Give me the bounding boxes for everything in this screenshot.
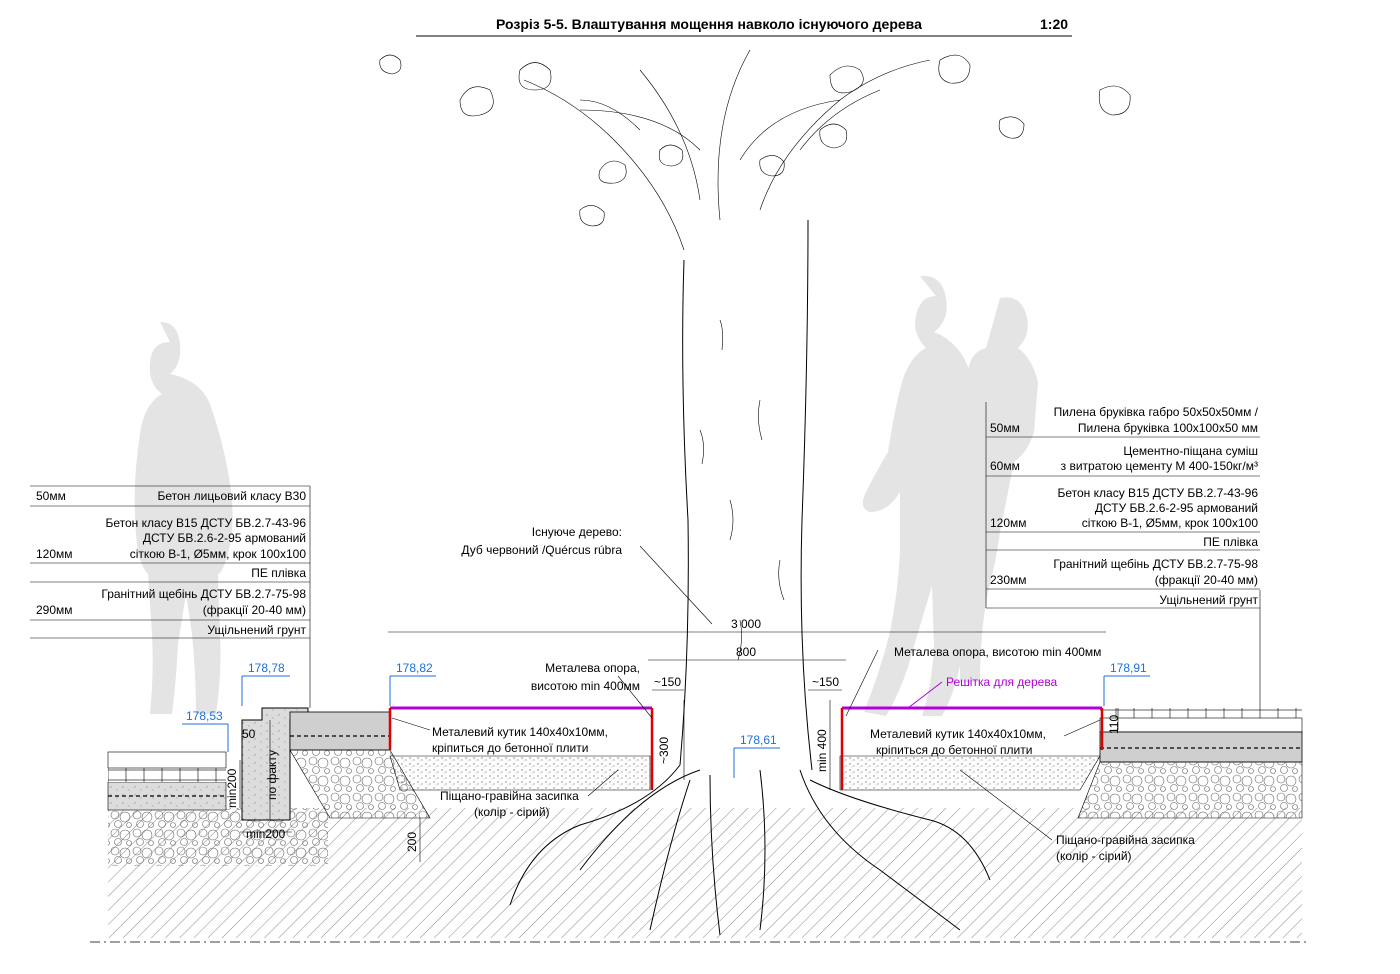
support-right-label: Металева опора, висотою min 400мм (894, 645, 1101, 659)
left-sand-fill (389, 755, 651, 791)
right-layer-3-line2: ДСТУ БВ.2.6-2-95 армований (1095, 501, 1258, 515)
right-layer-1-line1: Пилена бруківка габро 50x50x50мм / (1054, 405, 1259, 419)
dim-total-width: 3 000 (731, 617, 761, 631)
elevation-178-82: 178,82 (396, 661, 433, 675)
right-layer-1-thickness: 50мм (990, 421, 1020, 435)
left-layer-4-line1: Гранітний щебінь ДСТУ БВ.2.7-75-98 (101, 587, 306, 601)
right-layer-3-line3: сіткою В-1, Ø5мм, крок 100x100 (1082, 516, 1259, 530)
right-layer-2-line2: з витратою цементу М 400-150кг/м³ (1061, 459, 1258, 473)
right-layer-2-line1: Цементно-піщана суміш (1123, 444, 1258, 458)
dim-depth-400: min 400 (815, 729, 829, 772)
angle-right-line1: Металевий кутик 140x40x10мм, (870, 727, 1046, 741)
tree-label-line1: Існуюче дерево: (532, 525, 622, 539)
elevation-178-53: 178,53 (186, 709, 223, 723)
support-left-line1: Металева опора, (545, 661, 640, 675)
left-layer-2-line2: ДСТУ БВ.2.6-2-95 армований (143, 531, 306, 545)
drawing-scale: 1:20 (1040, 16, 1068, 32)
right-layer-3-line1: Бетон класу В15 ДСТУ БВ.2.7-43-96 (1058, 486, 1259, 500)
left-layer-table (30, 485, 311, 708)
support-left-line2: висотою min 400мм (531, 679, 640, 693)
right-layer-4-desc: ПЕ плівка (1203, 535, 1258, 549)
right-layer-3-thickness: 120мм (990, 516, 1027, 530)
elevation-178-91: 178,91 (1110, 661, 1147, 675)
dim-height-200: 200 (405, 832, 419, 852)
fill-left-line2: (колір - сірий) (474, 805, 550, 819)
right-layer-5-line2: (фракції 20-40 мм) (1155, 573, 1258, 587)
left-layer-1-thickness: 50мм (36, 489, 66, 503)
left-layer-5-desc: Ущільнений грунт (207, 623, 306, 637)
person-silhouette-man (862, 275, 986, 716)
right-layer-2-thickness: 60мм (990, 459, 1020, 473)
tree-crown (379, 49, 1131, 251)
dim-min200-horizontal: min200 (246, 827, 286, 841)
tree-label-line2: Дуб червоний /Quércus rúbra (461, 543, 622, 557)
dimension-lines (90, 631, 1310, 943)
dim-depth-300: ~300 (657, 737, 671, 764)
left-layer-2-line3: сіткою В-1, Ø5мм, крок 100x100 (130, 547, 307, 561)
person-silhouette-left (134, 322, 233, 714)
dim-min200-vertical: min200 (225, 768, 239, 808)
right-sand-fill (839, 755, 1101, 791)
dim-height-110: 110 (1107, 715, 1121, 734)
tree-trunk (679, 219, 813, 771)
fill-right-line2: (колір - сірий) (1056, 849, 1132, 863)
left-layer-4-thickness: 290мм (36, 603, 73, 617)
dim-pit-width: 800 (736, 645, 756, 659)
dim-height-50: 50 (242, 727, 256, 741)
left-layer-2-thickness: 120мм (36, 547, 73, 561)
fill-right-line1: Піщано-гравійна засипка (1056, 833, 1195, 847)
person-silhouette-woman (956, 297, 1038, 682)
elevation-markers (182, 675, 1150, 778)
elevation-178-61: 178,61 (740, 733, 777, 747)
elevation-178-78: 178,78 (248, 661, 285, 675)
left-layer-1-desc: Бетон лицьовий класу В30 (157, 489, 306, 503)
right-layer-6-desc: Ущільнений грунт (1159, 593, 1258, 607)
angle-left-line2: кріпиться до бетонної плити (432, 741, 588, 755)
right-pavers (1100, 708, 1302, 718)
angle-right-line2: кріпиться до бетонної плити (876, 743, 1032, 757)
title-block: Розріз 5-5. Влаштування мощення навколо … (416, 16, 1072, 37)
grate-label: Решітка для дерева (946, 675, 1058, 689)
dim-offset-left: ~150 (654, 675, 681, 689)
left-layer-4-line2: (фракції 20-40 мм) (203, 603, 306, 617)
fill-left-line1: Піщано-гравійна засипка (440, 789, 579, 803)
left-concrete-slab (289, 711, 391, 751)
dim-po-faktu: по факту (265, 750, 279, 800)
right-layer-5-line1: Гранітний щебінь ДСТУ БВ.2.7-75-98 (1053, 557, 1258, 571)
right-layer-5-thickness: 230мм (990, 573, 1027, 587)
tree-roots (509, 764, 991, 936)
left-layer-2-line1: Бетон класу В15 ДСТУ БВ.2.7-43-96 (106, 516, 307, 530)
drawing-title: Розріз 5-5. Влаштування мощення навколо … (496, 16, 922, 32)
right-layer-table (985, 402, 1261, 708)
dim-offset-right: ~150 (812, 675, 839, 689)
angle-left-line1: Металевий кутик 140x40x10мм, (432, 725, 608, 739)
left-layer-3-desc: ПЕ плівка (251, 566, 306, 580)
right-layer-1-line2: Пилена бруківка 100x100x50 мм (1078, 421, 1258, 435)
left-gravel-base (108, 808, 328, 866)
